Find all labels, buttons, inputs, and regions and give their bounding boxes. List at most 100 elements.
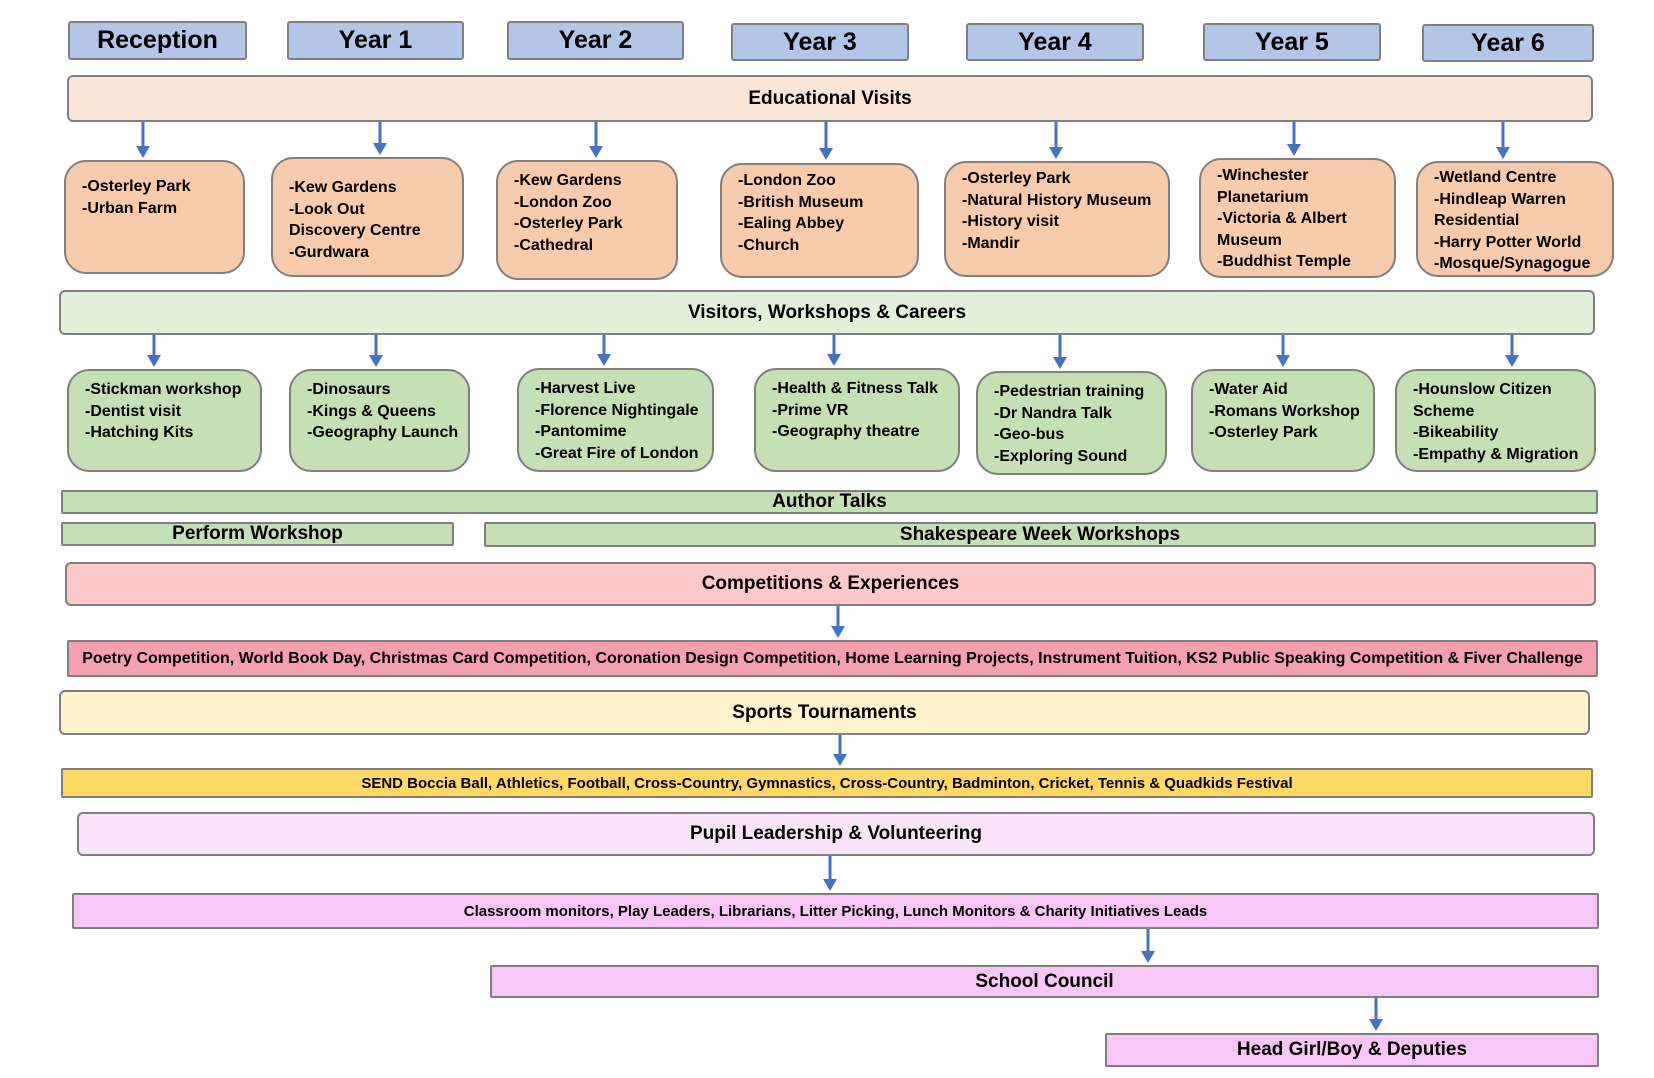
arrow-head [1141, 951, 1155, 963]
workshop-card-year-2: -Harvest Live -Florence Nightingale -Pan… [517, 368, 714, 472]
workshop-item: -Hatching Kits [85, 424, 194, 441]
visit-item: -Church [738, 236, 800, 254]
workshop-item: Scheme [1413, 402, 1475, 420]
arrow-head [823, 879, 837, 891]
arrow-head [597, 354, 611, 366]
visit-item: -Osterley Park [82, 178, 191, 195]
workshop-item: -Romans Workshop [1209, 402, 1360, 420]
arrow-head [1496, 147, 1510, 159]
visit-item: -Gurdwara [289, 243, 370, 261]
arrow-head [1053, 357, 1067, 369]
sports-tournaments-band: Sports Tournaments [59, 690, 1590, 735]
workshop-card-year-1: -Dinosaurs -Kings & Queens -Geography La… [289, 369, 470, 472]
sports-detail: SEND Boccia Ball, Athletics, Football, C… [61, 768, 1593, 798]
visit-item: Residential [1434, 212, 1520, 229]
workshop-card-year-3: -Health & Fitness Talk -Prime VR -Geogra… [754, 368, 960, 472]
arrow-head [369, 355, 383, 367]
workshop-item: -Prime VR [772, 401, 849, 419]
visit-item: -Wetland Centre [1434, 169, 1557, 186]
visitors-workshops-band: Visitors, Workshops & Careers [59, 290, 1595, 335]
arrow-head [589, 146, 603, 158]
workshop-item: -Bikeability [1413, 424, 1499, 441]
year-header-year-4: Year 4 [966, 23, 1144, 61]
arrow-head [1287, 144, 1301, 156]
visit-item: Museum [1217, 231, 1282, 249]
visit-item: -Winchester [1217, 167, 1309, 184]
workshop-item: -Harvest Live [535, 380, 636, 397]
workshop-item: -Dentist visit [85, 402, 182, 420]
head-girl-boy-band: Head Girl/Boy & Deputies [1105, 1033, 1599, 1067]
year-header-year-2: Year 2 [507, 21, 684, 60]
visit-item: Discovery Centre [289, 222, 421, 239]
visit-item: -Hindleap Warren [1434, 190, 1566, 208]
visit-card-year-5: -Winchester Planetarium -Victoria & Albe… [1199, 158, 1396, 278]
competitions-band: Competitions & Experiences [65, 562, 1596, 606]
workshop-card-year-5: -Water Aid -Romans Workshop -Osterley Pa… [1191, 369, 1375, 472]
visit-item: -Harry Potter World [1434, 233, 1582, 251]
visit-item: -Cathedral [514, 236, 594, 254]
arrow-head [827, 354, 841, 366]
arrow-head [1369, 1019, 1383, 1031]
workshop-item: -Florence Nightingale [535, 401, 699, 419]
visit-card-year-2: -Kew Gardens -London Zoo -Osterley Park … [496, 160, 678, 280]
workshop-item: -Geo-bus [994, 426, 1065, 443]
workshop-item: -Hounslow Citizen [1413, 381, 1552, 398]
year-header-reception: Reception [68, 21, 247, 60]
arrow-head [831, 626, 845, 638]
visit-card-year-3: -London Zoo -British Museum -Ealing Abbe… [720, 163, 919, 278]
visit-item: -Kew Gardens [289, 179, 397, 196]
workshop-item: -Health & Fitness Talk [772, 380, 938, 397]
educational-visits-band: Educational Visits [67, 75, 1593, 122]
visit-item: -Mandir [962, 234, 1020, 252]
visit-card-year-1: -Kew Gardens -Look Out Discovery Centre … [271, 157, 464, 277]
arrow-head [373, 143, 387, 155]
perform-workshop-band: Perform Workshop [61, 522, 454, 546]
pupil-leadership-band: Pupil Leadership & Volunteering [77, 812, 1595, 856]
visit-card-reception: -Osterley Park -Urban Farm [64, 160, 245, 274]
workshop-item: -Geography theatre [772, 423, 920, 440]
workshop-item: -Geography Launch [307, 424, 459, 441]
visit-item: -History visit [962, 213, 1059, 230]
workshop-item: -Pantomime [535, 423, 627, 440]
year-header-year-1: Year 1 [287, 21, 464, 60]
visit-item: -Look Out [289, 200, 365, 218]
visit-item: -Kew Gardens [514, 172, 622, 189]
workshop-item: -Great Fire of London [535, 444, 699, 462]
workshop-item: -Dr Nandra Talk [994, 404, 1112, 422]
visit-item: -Osterley Park [962, 170, 1071, 187]
competitions-detail: Poetry Competition, World Book Day, Chri… [67, 640, 1598, 677]
visit-item: Planetarium [1217, 188, 1309, 206]
visit-item: -British Museum [738, 193, 864, 211]
arrow-head [147, 355, 161, 367]
arrow-head [136, 146, 150, 158]
workshop-item: -Stickman workshop [85, 381, 242, 398]
visit-card-year-6: -Wetland Centre -Hindleap Warren Residen… [1416, 161, 1614, 277]
year-header-year-6: Year 6 [1422, 24, 1594, 62]
workshop-item: -Empathy & Migration [1413, 445, 1579, 463]
workshop-item: -Pedestrian training [994, 383, 1145, 400]
visit-item: -London Zoo [514, 193, 612, 211]
arrow-head [1049, 147, 1063, 159]
workshop-card-reception: -Stickman workshop -Dentist visit -Hatch… [67, 369, 262, 472]
workshop-card-year-6: -Hounslow Citizen Scheme -Bikeability -E… [1395, 369, 1596, 472]
workshop-item: -Kings & Queens [307, 402, 436, 420]
workshop-item: -Dinosaurs [307, 381, 391, 398]
arrow-head [1276, 355, 1290, 367]
year-header-year-3: Year 3 [731, 23, 909, 61]
visit-item: -Natural History Museum [962, 191, 1152, 209]
visit-item: -Buddhist Temple [1217, 253, 1351, 270]
visit-item: -London Zoo [738, 172, 836, 189]
author-talks-band: Author Talks [61, 490, 1598, 514]
arrow-head [819, 148, 833, 160]
shakespeare-week-band: Shakespeare Week Workshops [484, 522, 1596, 547]
school-council-band: School Council [490, 965, 1599, 998]
year-header-year-5: Year 5 [1203, 23, 1381, 61]
leadership-detail: Classroom monitors, Play Leaders, Librar… [72, 893, 1599, 929]
visit-item: -Urban Farm [82, 199, 178, 217]
visit-item: -Victoria & Albert [1217, 210, 1347, 227]
workshop-card-year-4: -Pedestrian training -Dr Nandra Talk -Ge… [976, 371, 1167, 475]
visit-card-year-4: -Osterley Park -Natural History Museum -… [944, 161, 1170, 277]
arrow-head [1505, 355, 1519, 367]
visit-item: -Mosque/Synagogue [1434, 255, 1591, 272]
